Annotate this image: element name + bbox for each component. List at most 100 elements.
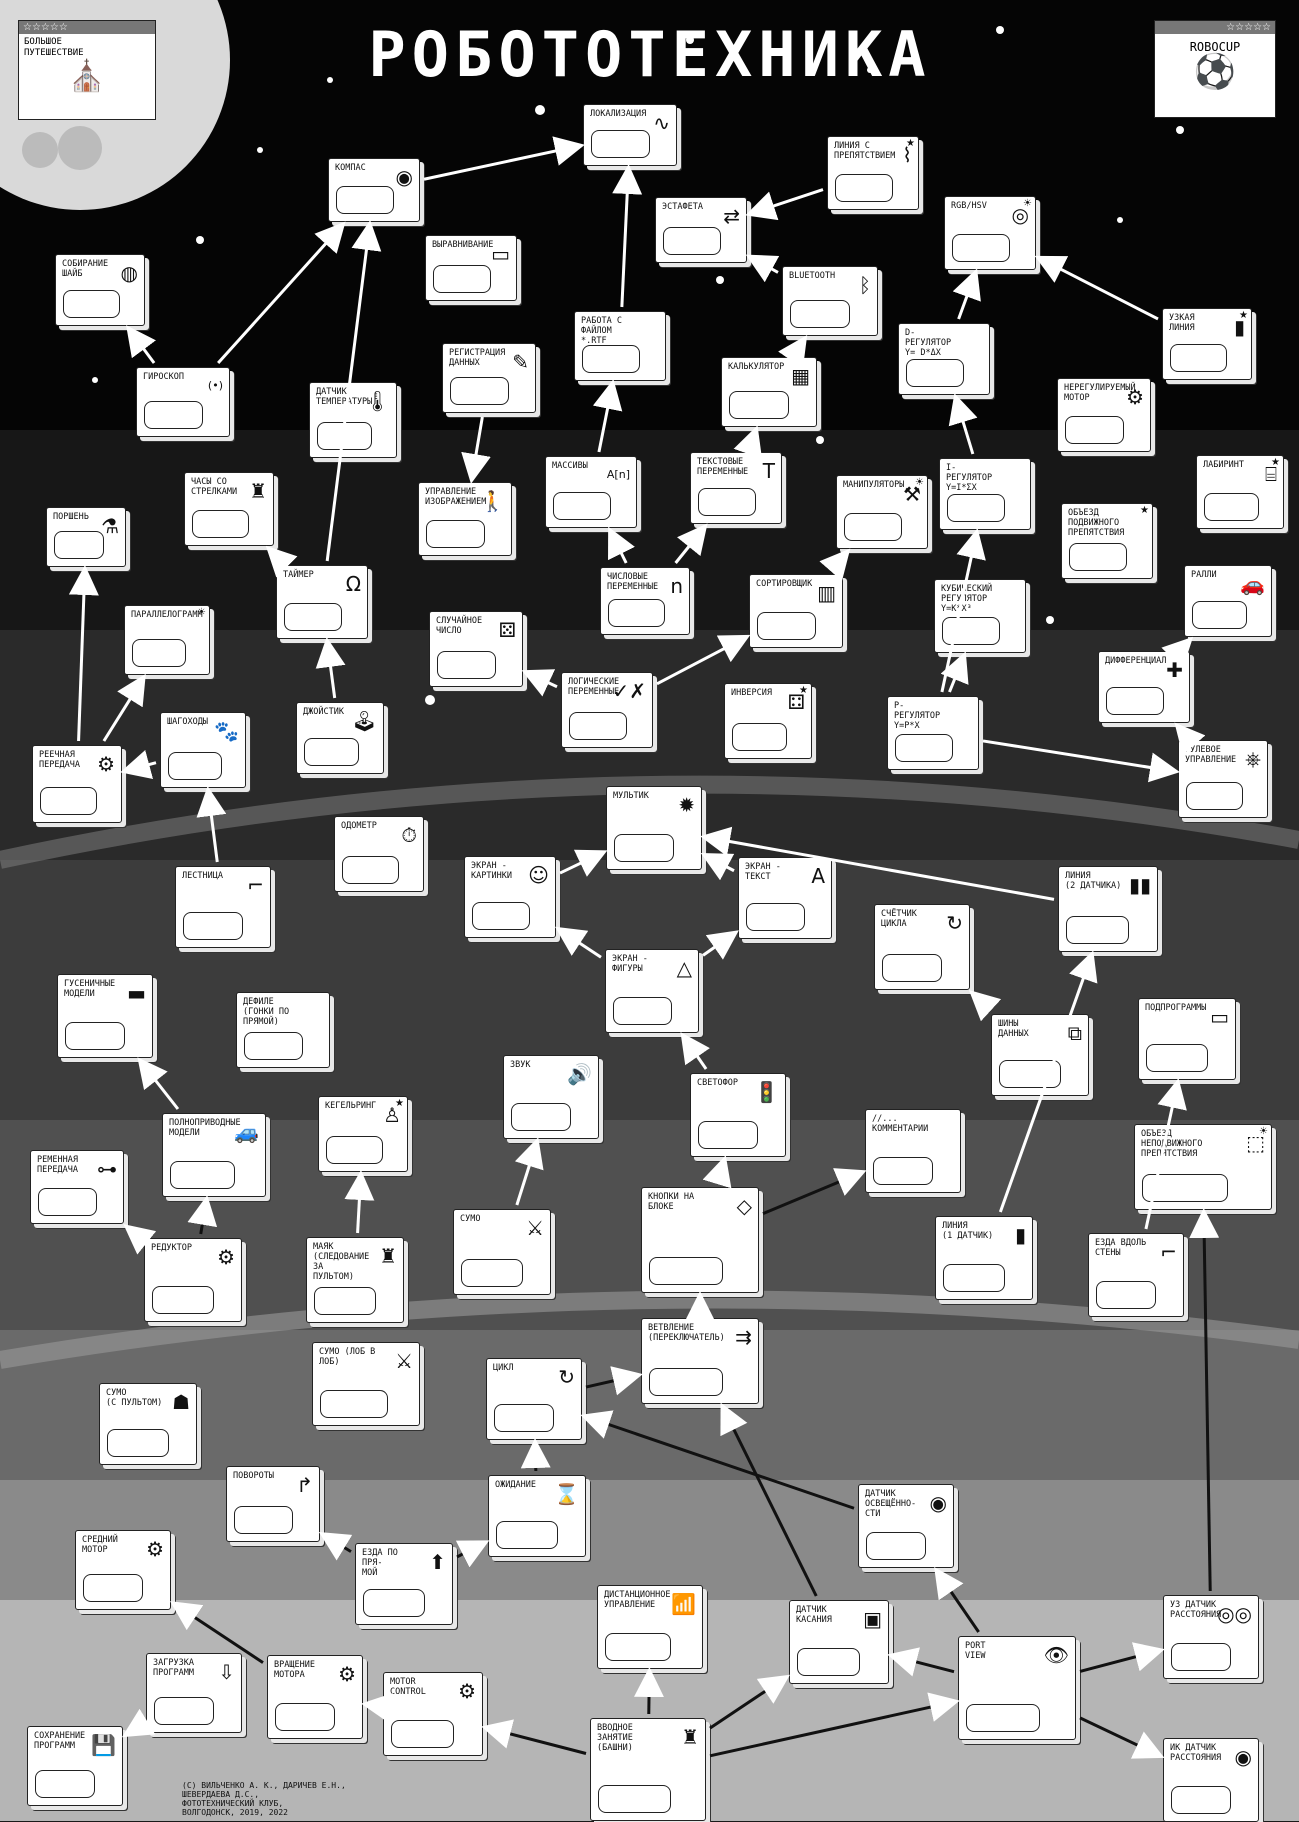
topic-card-mayak[interactable]: МАЯК (СЛЕДОВАНИЕ ЗА ПУЛЬТОМ)♜ [306, 1237, 404, 1323]
sticker-slot[interactable] [598, 1785, 671, 1813]
corner-card-big-journey[interactable]: ☆☆☆☆☆ БОЛЬШОЕ ПУТЕШЕСТВИЕ ⛪ [18, 20, 156, 120]
sticker-slot[interactable] [569, 712, 627, 740]
sticker-slot[interactable] [1065, 416, 1125, 444]
sticker-slot[interactable] [582, 345, 640, 373]
topic-card-povoroty[interactable]: ПОВОРОТЫ↱ [226, 1466, 320, 1542]
sticker-slot[interactable] [244, 1032, 304, 1060]
topic-card-sortirovshik[interactable]: СОРТИРОВЩИК▥ [749, 574, 843, 648]
sticker-slot[interactable] [144, 401, 204, 429]
sticker-slot[interactable] [1106, 687, 1164, 715]
topic-card-gusenichnye[interactable]: ГУСЕНИЧНЫЕ МОДЕЛИ▬ [57, 974, 153, 1058]
sticker-slot[interactable] [746, 903, 806, 931]
topic-card-p-reg[interactable]: P-РЕГУЛЯТОР y=p*x [887, 696, 979, 770]
topic-card-ezda-pryamo[interactable]: ЕЗДА ПО ПРЯ- МОЙ⬆ [355, 1543, 453, 1625]
topic-card-datchik-kas[interactable]: ДАТЧИК КАСАНИЯ▣ [789, 1600, 889, 1684]
topic-card-reech[interactable]: РЕЕЧНАЯ ПЕРЕДАЧА⚙ [32, 745, 122, 823]
sticker-slot[interactable] [192, 510, 249, 538]
sticker-slot[interactable] [496, 1521, 558, 1549]
corner-card-robocup[interactable]: ☆☆☆☆☆ ROBOCUP ⚽ [1154, 20, 1276, 118]
sticker-slot[interactable] [132, 639, 187, 667]
topic-card-inversiya[interactable]: ИНВЕРСИЯ⚃★ [724, 683, 812, 759]
topic-card-motor-control[interactable]: MOTOR CONTROL⚙ [383, 1672, 483, 1756]
sticker-slot[interactable] [608, 599, 665, 627]
topic-card-chasy[interactable]: ЧАСЫ СО СТРЕЛКАМИ♜ [184, 472, 274, 546]
sticker-slot[interactable] [614, 834, 675, 862]
sticker-slot[interactable] [336, 186, 394, 214]
topic-card-vyravnivanie[interactable]: ВЫРАВНИВАНИЕ▭ [425, 235, 517, 301]
topic-card-defile[interactable]: ДЕФИЛЕ (ГОНКИ ПО ПРЯМОЙ) [236, 992, 330, 1068]
sticker-slot[interactable] [591, 130, 651, 158]
sticker-slot[interactable] [433, 265, 491, 293]
sticker-slot[interactable] [553, 492, 611, 520]
sticker-slot[interactable] [472, 902, 530, 930]
topic-card-svetofor[interactable]: СВЕТОФОР🚦 [690, 1073, 786, 1157]
sticker-slot[interactable] [605, 1633, 672, 1661]
sticker-slot[interactable] [234, 1506, 294, 1534]
topic-card-ozhidanie[interactable]: ОЖИДАНИЕ⌛ [488, 1475, 586, 1557]
topic-card-keglering[interactable]: КЕГЕЛЬРИНГ♙★ [318, 1096, 408, 1172]
sticker-slot[interactable] [663, 227, 721, 255]
sticker-slot[interactable] [797, 1648, 860, 1676]
topic-card-uz-datchik[interactable]: УЗ ДАТЧИК РАССТОЯНИЯ◎◎ [1163, 1595, 1259, 1679]
sticker-slot[interactable] [494, 1404, 555, 1432]
sticker-slot[interactable] [613, 997, 673, 1025]
sticker-slot[interactable] [698, 1121, 759, 1149]
sticker-slot[interactable] [183, 912, 244, 940]
topic-card-odometr[interactable]: ОДОМЕТР⏱ [334, 816, 424, 892]
sticker-slot[interactable] [1186, 782, 1243, 810]
topic-card-port-view[interactable]: PORT VIEW👁 [958, 1636, 1076, 1740]
sticker-slot[interactable] [649, 1257, 723, 1285]
topic-card-knopki[interactable]: КНОПКИ НА БЛОКЕ◇ [641, 1187, 759, 1293]
topic-card-parallelogram[interactable]: ПАРАЛЛЕЛОГРАММ☀ [124, 605, 210, 675]
topic-card-sumo-pult[interactable]: СУМО (С ПУЛЬТОМ)☗ [99, 1383, 197, 1465]
topic-card-datchik-osv[interactable]: ДАТЧИК ОСВЕЩЁННО- СТИ◉ [858, 1484, 954, 1568]
topic-card-lestnitsa[interactable]: ЛЕСТНИЦА⌐ [175, 866, 271, 948]
topic-card-remen[interactable]: РЕМЕННАЯ ПЕРЕДАЧА⊶ [30, 1150, 124, 1224]
topic-card-ralli[interactable]: РАЛЛИ🚗 [1184, 565, 1272, 637]
topic-card-vrashenie[interactable]: ВРАЩЕНИЕ МОТОРА⚙ [267, 1655, 363, 1739]
topic-card-zagruzka[interactable]: ЗАГРУЗКА ПРОГРАММ⇩ [146, 1653, 242, 1733]
topic-card-kub-reg[interactable]: КУБИЧЕСКИЙ РЕГУЛЯТОР y=k*x³ [934, 579, 1026, 653]
sticker-slot[interactable] [1171, 1786, 1232, 1814]
sticker-slot[interactable] [437, 651, 497, 679]
topic-card-tsikl[interactable]: ЦИКЛ↻ [486, 1358, 582, 1440]
topic-card-sobiranie[interactable]: СОБИРАНИЕ ШАЙБ◍ [55, 254, 145, 326]
topic-card-labirint[interactable]: ЛАБИРИНТ⌸★ [1196, 455, 1284, 529]
topic-card-nereg-motor[interactable]: НЕРЕГУЛИРУЕМЫЙ МОТОР⚙ [1057, 378, 1151, 452]
topic-card-lokalizatsiya[interactable]: ЛОКАЛИЗАЦИЯ∿ [583, 104, 677, 166]
topic-card-ekran-fig[interactable]: ЭКРАН - ФИГУРЫ△ [605, 949, 699, 1033]
topic-card-distants[interactable]: ДИСТАНЦИОННОЕ УПРАВЛЕНИЕ📶 [597, 1585, 703, 1669]
sticker-slot[interactable] [391, 1720, 454, 1748]
topic-card-kompas[interactable]: КОМПАС◉ [328, 158, 420, 222]
topic-card-kommentarii[interactable]: //... КОММЕНТАРИИ [865, 1109, 961, 1193]
topic-card-d-reg[interactable]: D-РЕГУЛЯТОР y= d*Δx [898, 323, 990, 395]
sticker-slot[interactable] [732, 723, 788, 751]
sticker-slot[interactable] [952, 234, 1010, 262]
sticker-slot[interactable] [866, 1532, 927, 1560]
topic-card-uzkaya[interactable]: УЗКАЯ ЛИНИЯ▮★ [1162, 308, 1252, 380]
sticker-slot[interactable] [1192, 601, 1248, 629]
topic-card-obezd-nepodv[interactable]: ОБЪЕЗД НЕПОДВИЖНОГО ПРЕПЯТСТВИЯ⬚☀ [1134, 1124, 1272, 1210]
sticker-slot[interactable] [943, 1264, 1005, 1292]
sticker-slot[interactable] [757, 612, 817, 640]
sticker-slot[interactable] [284, 603, 342, 631]
topic-card-liniya-prep[interactable]: ЛИНИЯ С ПРЕПЯТСТВИЕМ⌇★ [827, 136, 919, 210]
topic-card-rabota-fail[interactable]: РАБОТА С ФАЙЛОМ *.rtf [574, 311, 666, 381]
sticker-slot[interactable] [83, 1574, 144, 1602]
sticker-slot[interactable] [314, 1287, 376, 1315]
sticker-slot[interactable] [38, 1188, 98, 1216]
sticker-slot[interactable] [1170, 344, 1227, 372]
topic-card-logich[interactable]: ЛОГИЧЕСКИЕ ПЕРЕМЕННЫЕ✓✗ [561, 672, 653, 748]
topic-card-estafeta[interactable]: ЭСТАФЕТА⇄ [655, 197, 747, 263]
topic-card-kalkulyator[interactable]: КАЛЬКУЛЯТОР▦ [721, 357, 817, 427]
topic-card-sohranenie[interactable]: СОХРАНЕНИЕ ПРОГРАММ💾 [27, 1726, 123, 1806]
topic-card-i-reg[interactable]: I-РЕГУЛЯТОР y=i*Σx [939, 458, 1031, 530]
sticker-slot[interactable] [947, 494, 1005, 522]
sticker-slot[interactable] [649, 1368, 723, 1396]
sticker-slot[interactable] [63, 290, 120, 318]
sticker-slot[interactable] [342, 856, 399, 884]
sticker-slot[interactable] [895, 734, 953, 762]
